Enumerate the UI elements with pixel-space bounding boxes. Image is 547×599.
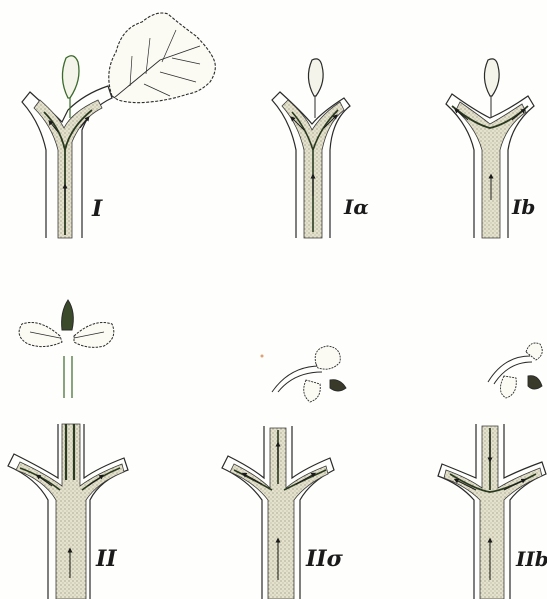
terminal-bud <box>308 59 323 96</box>
figure-Ia: Iα <box>272 59 369 238</box>
figure-label: Iα <box>343 195 369 219</box>
figure-IIa: IIσ <box>222 346 346 599</box>
terminal-bud <box>62 56 79 98</box>
stipple-tissue <box>230 428 328 599</box>
detached-sprig <box>488 343 542 398</box>
figure-label: IIb <box>515 547 547 571</box>
figure-Ib: Ib <box>446 59 535 238</box>
figure-IIb: IIb <box>438 343 547 599</box>
terminal-bud <box>484 59 499 96</box>
sprig-with-bud-and-leaves <box>19 300 114 398</box>
speck <box>261 355 264 358</box>
figure-label: II <box>95 546 117 572</box>
stipple-tissue <box>444 426 542 599</box>
large-leaf <box>109 13 216 103</box>
figure-label: IIσ <box>305 546 344 572</box>
figure-II: II <box>8 300 128 599</box>
detached-sprig <box>272 346 346 402</box>
figure-label: Ib <box>511 195 535 219</box>
figure-I: I <box>22 13 215 238</box>
figure-label: I <box>91 196 103 222</box>
